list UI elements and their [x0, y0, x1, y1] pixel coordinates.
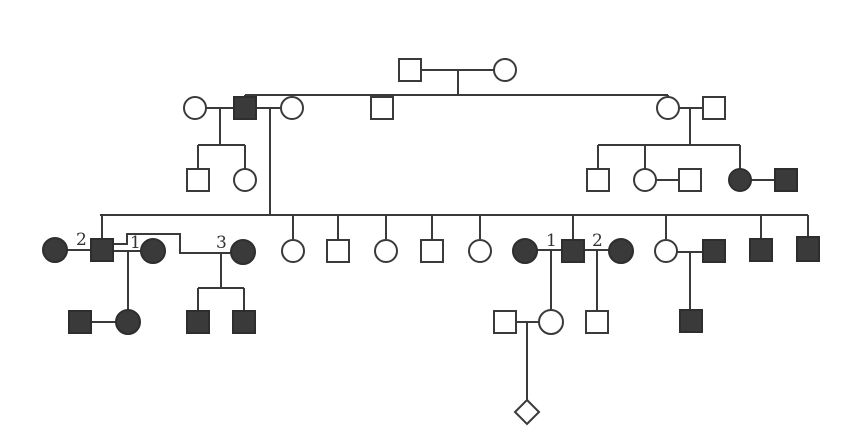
female-unaffected — [468, 239, 492, 263]
grandmother-circle — [493, 58, 517, 82]
male-affected — [68, 310, 92, 334]
female-unaffected — [280, 96, 304, 120]
male-unaffected — [702, 96, 726, 120]
male-affected — [774, 168, 798, 192]
marriage-number-label: 1 — [130, 233, 141, 253]
female-affected — [42, 237, 68, 263]
male-affected — [749, 238, 773, 262]
female-unaffected — [233, 168, 257, 192]
male-affected — [796, 236, 820, 262]
marriage-number-label: 2 — [592, 231, 603, 251]
male-affected — [90, 238, 114, 262]
male-affected — [679, 309, 703, 333]
male-unaffected — [326, 239, 350, 263]
connector-lines — [66, 69, 809, 400]
female-affected — [115, 309, 141, 335]
male-unaffected — [420, 239, 444, 263]
marriage-number-label: 3 — [216, 233, 227, 253]
grandfather-square — [398, 58, 422, 82]
male-affected — [186, 310, 210, 334]
female-affected — [728, 168, 752, 192]
male-affected — [232, 310, 256, 334]
female-affected — [230, 239, 256, 265]
male-unaffected — [586, 168, 610, 192]
female-unaffected — [633, 168, 657, 192]
male-affected — [561, 239, 585, 263]
female-unaffected — [538, 309, 564, 335]
female-affected — [512, 238, 538, 264]
female-unaffected — [374, 239, 398, 263]
male-unaffected — [585, 310, 609, 334]
female-affected — [608, 238, 634, 264]
unknown-sex-diamond — [513, 398, 541, 426]
female-unaffected — [281, 239, 305, 263]
male-unaffected — [370, 96, 394, 120]
female-unaffected — [656, 96, 680, 120]
female-unaffected — [183, 96, 207, 120]
male-affected — [702, 239, 726, 263]
female-affected — [140, 238, 166, 264]
male-unaffected — [678, 168, 702, 192]
male-affected-proband-father — [233, 96, 257, 120]
female-unaffected — [654, 239, 678, 263]
male-unaffected — [493, 310, 517, 334]
marriage-number-label: 1 — [546, 231, 557, 251]
marriage-number-label: 2 — [76, 230, 87, 250]
male-unaffected — [186, 168, 210, 192]
